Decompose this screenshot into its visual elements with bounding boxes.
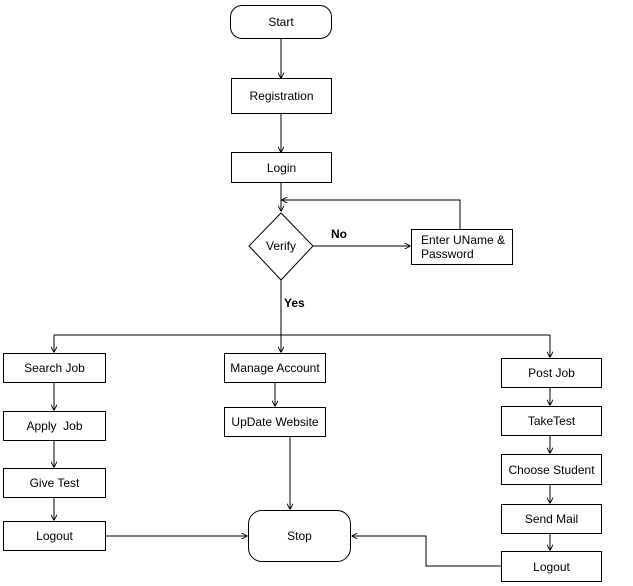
- node-manage-account: Manage Account: [224, 353, 326, 383]
- edge-label-no: No: [331, 227, 347, 241]
- node-search-job: Search Job: [3, 353, 106, 383]
- node-enter-credentials: Enter UName & Password: [411, 229, 513, 265]
- node-give-test: Give Test: [3, 468, 106, 498]
- node-verify-label: Verify: [265, 239, 296, 253]
- node-login: Login: [231, 152, 332, 183]
- node-update-website: UpDate Website: [224, 407, 326, 437]
- edge-label-yes: Yes: [284, 296, 305, 310]
- node-registration: Registration: [231, 78, 332, 114]
- node-choose-student: Choose Student: [501, 454, 602, 485]
- node-apply-job: Apply Job: [3, 411, 106, 441]
- node-take-test: TakeTest: [501, 406, 602, 436]
- node-logout-left: Logout: [3, 521, 106, 551]
- edge-logout-right-stop: [352, 536, 501, 567]
- node-post-job: Post Job: [501, 358, 602, 388]
- node-start: Start: [230, 5, 332, 39]
- edge-retry-loop: [282, 200, 461, 229]
- node-send-mail: Send Mail: [501, 504, 602, 534]
- node-logout-right: Logout: [501, 551, 602, 582]
- node-stop: Stop: [248, 510, 351, 562]
